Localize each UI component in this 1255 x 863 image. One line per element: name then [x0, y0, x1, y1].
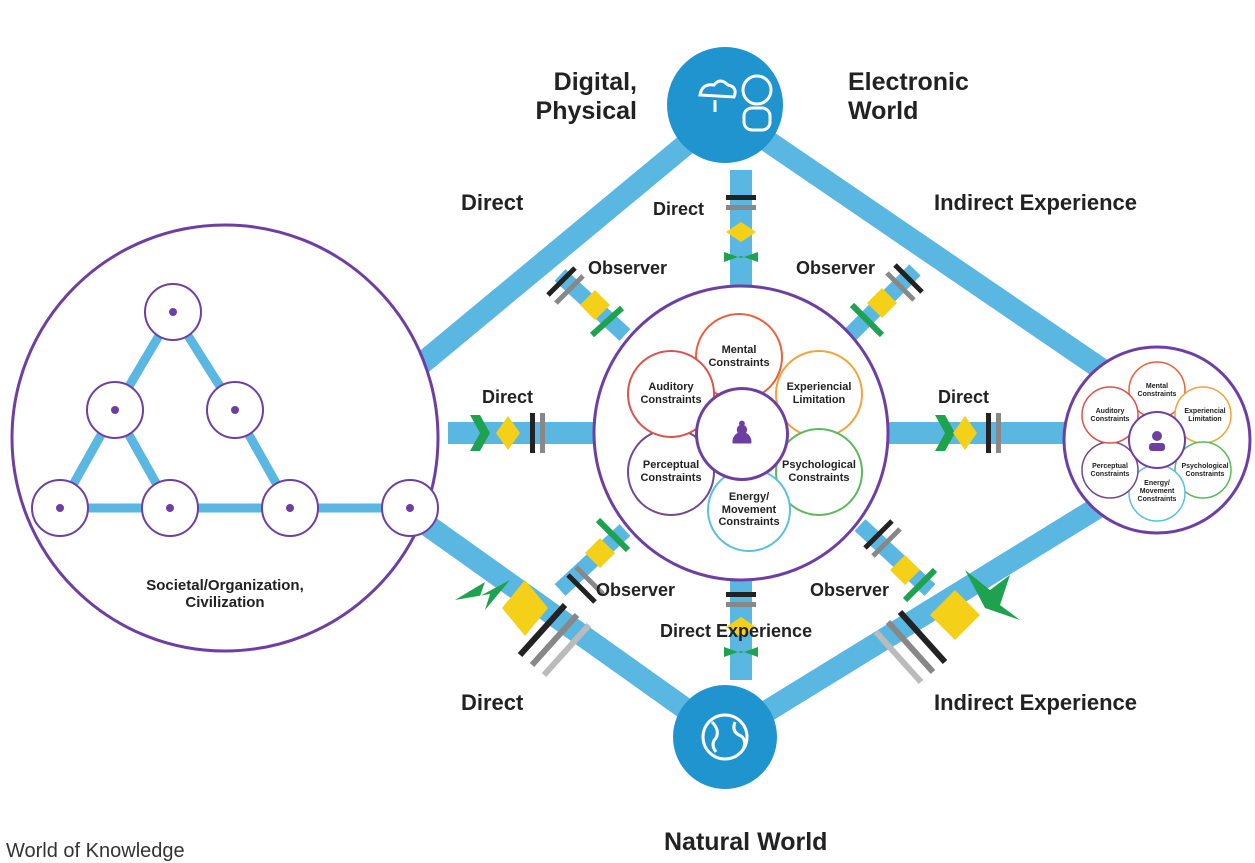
edge-label-right-horizontal: Direct [938, 387, 990, 407]
edge-label-upper-right: Indirect Experience [934, 190, 1137, 215]
top-left-label: Digital, Physical [535, 68, 637, 125]
filter-observer-ul [546, 266, 625, 338]
filter-lower-right [873, 570, 1020, 685]
person-core: ♟ [695, 387, 789, 481]
robot-cloud-icon [698, 74, 773, 132]
edge-label-upper-left: Direct [461, 190, 524, 215]
globe-icon [701, 713, 749, 761]
connector-top-right [718, 102, 1117, 385]
constraint-petal: Energy/ Movement Constraints [707, 468, 791, 552]
peer-petal-label: Energy/ Movement Constraints [1137, 479, 1177, 504]
society-label: Societal/Organization, Civilization [146, 577, 304, 612]
observer-label-upper-right: Observer [796, 258, 876, 278]
society-network [31, 283, 439, 537]
figure-caption: World of Knowledge [6, 840, 185, 862]
person-icon [1152, 431, 1162, 441]
electronic-world-node [667, 47, 783, 163]
peer-petal-label: Mental Constraints [1137, 382, 1177, 398]
edge-label-bottom-vertical: Direct Experience [660, 621, 813, 641]
peer-petal-label: Experiencial Limitation [1184, 407, 1226, 423]
filter-lower-left [455, 580, 592, 678]
filter-top-vertical [724, 195, 758, 262]
edge-label-lower-right: Indirect Experience [934, 690, 1137, 715]
observer-label-upper-left: Observer [588, 258, 668, 278]
top-right-label: Electronic World [848, 68, 969, 125]
filter-observer-lr [863, 519, 938, 603]
peer-petal-label: Psychological Constraints [1181, 462, 1229, 478]
connector-bottom-right [719, 490, 1116, 747]
edge-label-lower-left: Direct [461, 690, 524, 715]
connector-bottom-left [413, 511, 732, 746]
bottom-node-label: Natural World [664, 828, 828, 856]
constraint-petal: Experiencial Limitation [775, 350, 863, 438]
peer-petal-label: Auditory Constraints [1090, 407, 1130, 423]
natural-world-node [673, 685, 777, 789]
peer-petals [1081, 361, 1232, 522]
edge-label-top-vertical: Direct [653, 199, 705, 219]
filter-observer-ur [849, 263, 924, 338]
filter-bottom-vertical [724, 592, 758, 657]
connector-observer-lr [854, 519, 936, 596]
edge-label-left-horizontal: Direct [482, 387, 534, 407]
filter-right-horizontal [935, 413, 1001, 453]
peer-petal-label: Perceptual Constraints [1090, 462, 1130, 478]
observer-label-lower-right: Observer [810, 580, 890, 600]
connector-top-left [412, 103, 733, 374]
filter-observer-ll [566, 517, 631, 604]
filter-left-horizontal [470, 413, 545, 453]
observer-label-lower-left: Observer [596, 580, 676, 600]
person-icon: ♟ [728, 416, 756, 450]
society-circle [10, 223, 440, 653]
